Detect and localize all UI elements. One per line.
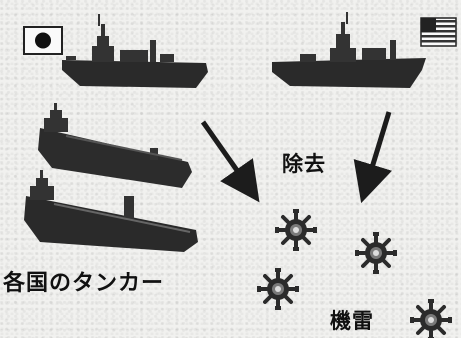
sea-mine-icon [273,207,319,253]
arrow-right [353,111,392,204]
us-flag-icon [420,17,457,47]
sea-mine-icon [408,297,454,338]
mines-label: 機雷 [330,309,374,333]
remove-label: 除去 [282,152,326,176]
us-warship [272,12,426,88]
sea-mine-icon [255,266,301,312]
japan-warship [62,14,208,88]
tanker-ship-2 [24,170,198,252]
tankers-label: 各国のタンカー [3,271,165,296]
japan-flag-icon [23,26,63,55]
tanker-ship-1 [38,103,192,188]
sea-mine-icon [353,230,399,276]
arrow-left [200,120,260,203]
